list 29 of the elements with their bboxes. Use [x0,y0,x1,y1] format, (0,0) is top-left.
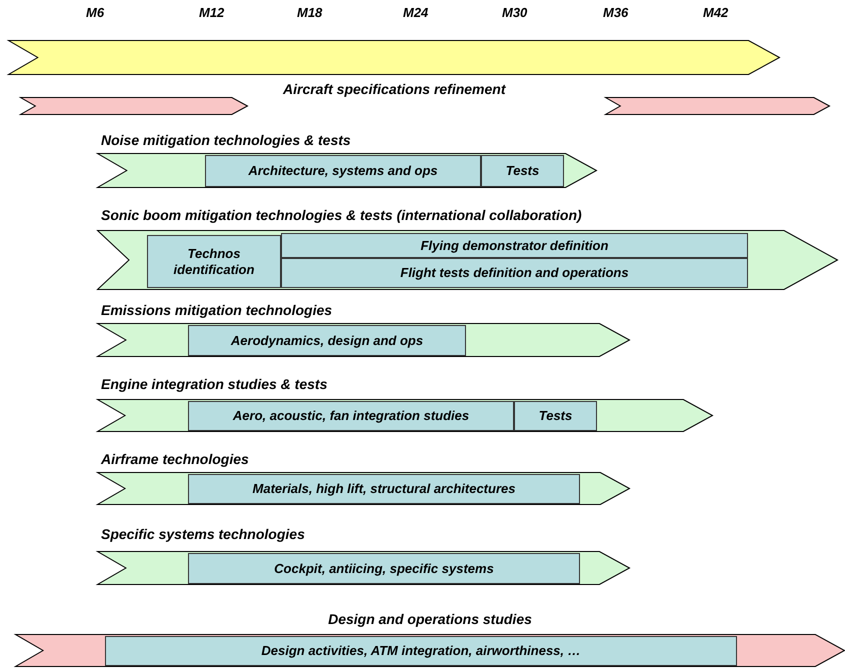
task-box: Flight tests definition and operations [281,258,748,288]
task-box: Technos identification [147,235,281,288]
phase-bar [20,97,248,115]
task-box: Design activities, ATM integration, airworthiness, … [105,636,737,666]
task-box: Tests [514,401,597,431]
task-box: Aerodynamics, design and ops [188,325,466,356]
month-marker: M36 [603,5,628,20]
task-box: Flying demonstrator definition [281,233,748,258]
month-marker: M30 [502,5,528,20]
bar-heading: Emissions mitigation technologies [101,301,332,319]
phase-bar [605,97,830,115]
task-box: Cockpit, antiicing, specific systems [188,553,580,584]
bar-caption: Aircraft specifications refinement [283,81,506,97]
month-marker: M12 [199,5,224,20]
month-marker: M42 [703,5,728,20]
month-marker: M24 [403,5,428,20]
bar-heading: Noise mitigation technologies & tests [101,131,351,149]
task-box: Architecture, systems and ops [205,155,481,187]
month-marker: M18 [297,5,322,20]
phase-bar [8,40,780,75]
task-box: Tests [481,155,564,187]
bar-heading: Sonic boom mitigation technologies & tests (international collaboration) [101,206,582,224]
bar-heading: Design and operations studies [327,610,533,628]
bar-heading: Airframe technologies [101,450,249,468]
bar-heading: Engine integration studies & tests [101,375,328,393]
task-box: Materials, high lift, structural architectures [188,474,580,504]
bar-heading: Specific systems technologies [101,525,305,543]
month-marker: M6 [86,5,104,20]
task-box: Aero, acoustic, fan integration studies [188,401,514,431]
